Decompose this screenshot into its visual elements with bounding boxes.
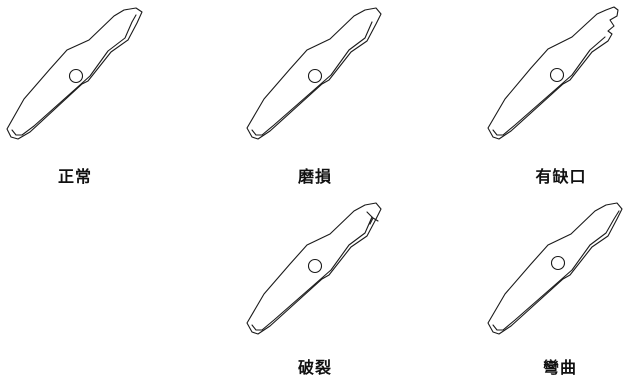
label-worn: 磨損 <box>297 167 332 186</box>
blade-worn <box>243 4 393 154</box>
blade-bent <box>484 199 626 349</box>
blade-cracked-drawing <box>246 202 382 335</box>
label-bent: 彎曲 <box>542 358 577 377</box>
label-notched: 有缺口 <box>535 167 587 186</box>
blade-notched-drawing <box>487 6 619 140</box>
label-cracked: 破裂 <box>297 358 332 377</box>
blade-worn-drawing <box>246 7 382 140</box>
blade-normal-drawing <box>6 7 143 140</box>
blade-normal <box>4 4 154 154</box>
label-normal: 正常 <box>57 167 92 186</box>
blade-notched <box>484 4 626 154</box>
blade-cracked <box>243 199 393 349</box>
blade-bent-drawing <box>487 202 623 335</box>
